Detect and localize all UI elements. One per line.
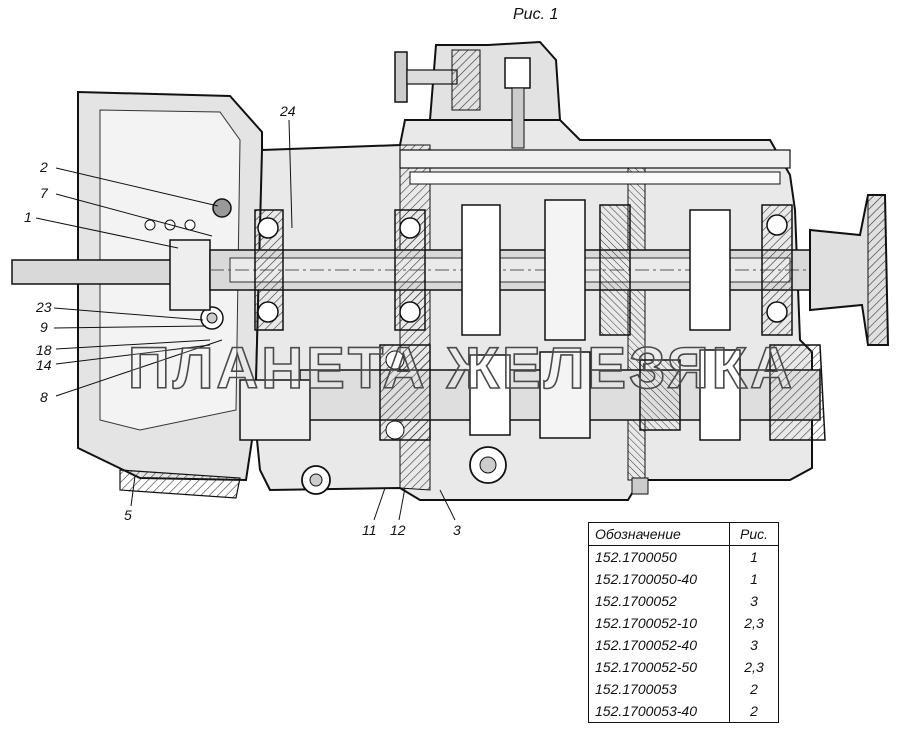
cell-figure: 2 <box>729 700 779 723</box>
cell-figure: 1 <box>729 545 779 568</box>
cell-designation: 152.1700052-40 <box>588 634 730 656</box>
callout-1: 1 <box>24 209 32 225</box>
cell-figure: 3 <box>729 634 779 656</box>
drain-plugs <box>301 446 649 495</box>
cell-designation: 152.1700052 <box>588 590 730 612</box>
figure-title: Рис. 1 <box>513 6 559 23</box>
countershaft <box>239 344 826 441</box>
leader-lines <box>35 119 456 521</box>
main-shaft-gears <box>254 199 793 341</box>
cell-figure: 2,3 <box>729 656 779 678</box>
callout-5: 5 <box>124 507 132 523</box>
callout-8: 8 <box>40 389 48 405</box>
callout-3: 3 <box>453 522 461 538</box>
output-flange <box>809 194 890 346</box>
table-header-row: Обозначение Рис. <box>588 522 779 546</box>
callout-2: 2 <box>40 159 48 175</box>
callout-24: 24 <box>280 103 296 119</box>
cell-figure: 2 <box>729 678 779 700</box>
callout-11: 11 <box>362 522 377 538</box>
cell-designation: 152.1700050 <box>588 545 730 568</box>
callout-14: 14 <box>36 357 52 373</box>
cell-figure: 3 <box>729 590 779 612</box>
cell-designation: 152.1700050-40 <box>588 568 730 590</box>
cell-figure: 1 <box>729 568 779 590</box>
cell-designation: 152.1700053 <box>588 678 730 700</box>
watermark-text: ПЛАНЕТА ЖЕЛЕЗЯКА <box>127 335 795 402</box>
callout-12: 12 <box>390 522 406 538</box>
cell-designation: 152.1700052-10 <box>588 612 730 634</box>
cell-designation: 152.1700052-50 <box>588 656 730 678</box>
callout-23: 23 <box>36 299 52 315</box>
header-figure: Рис. <box>729 522 779 546</box>
cell-figure: 2,3 <box>729 612 779 634</box>
callout-18: 18 <box>36 342 52 358</box>
cell-designation: 152.1700053-40 <box>588 700 730 723</box>
header-designation: Обозначение <box>588 522 730 546</box>
callout-7: 7 <box>40 185 48 201</box>
callout-9: 9 <box>40 319 48 335</box>
shift-cover <box>394 40 791 185</box>
